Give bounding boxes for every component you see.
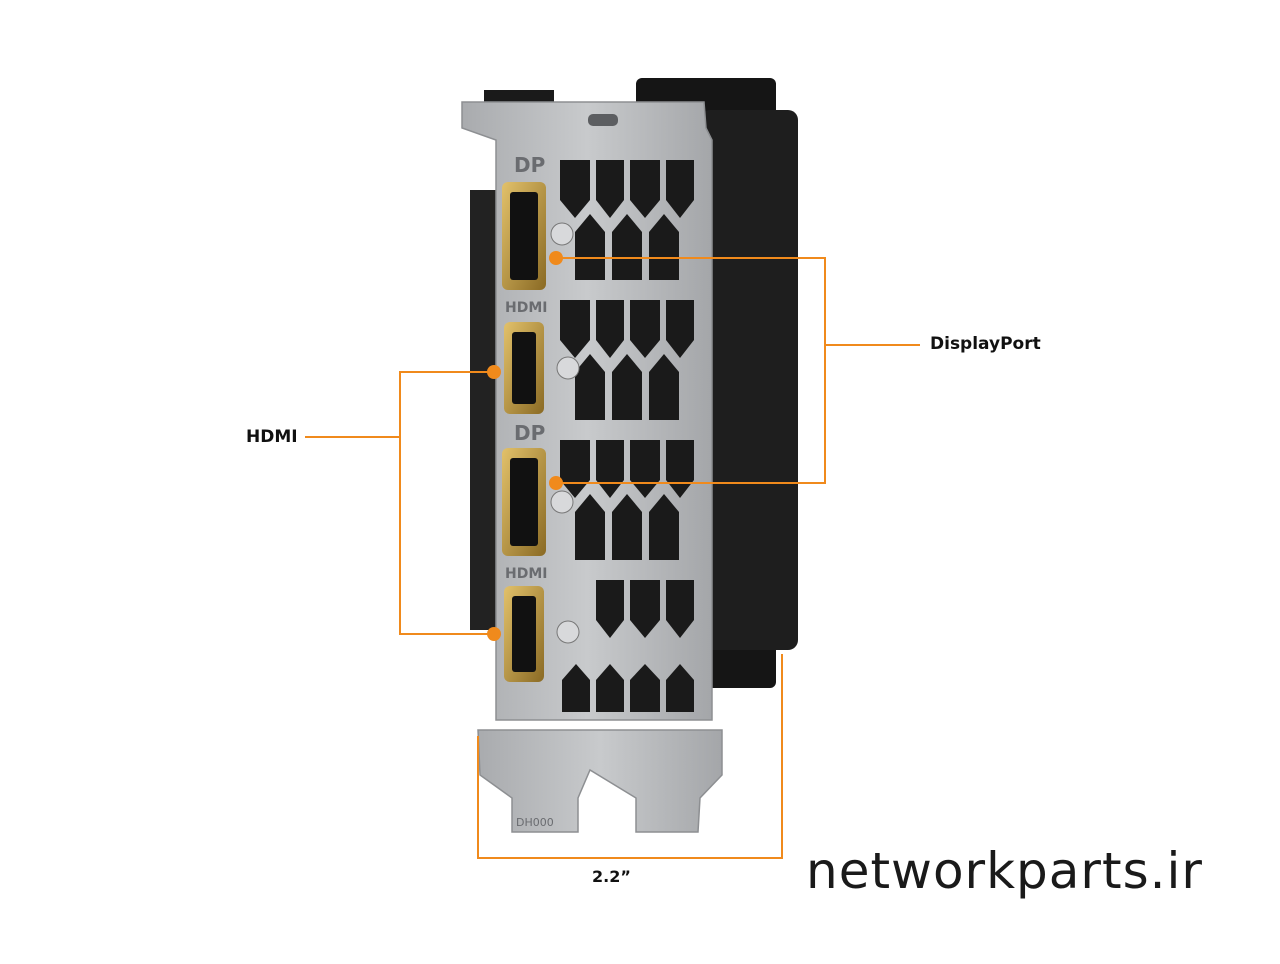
width-dimension-label: 2.2” (592, 867, 631, 886)
bracket-label-hdmi-2: HDMI (505, 566, 547, 582)
callout-dots (487, 251, 563, 641)
hdmi-callout-label: HDMI (246, 427, 298, 447)
bracket-label-hdmi-1: HDMI (505, 300, 547, 316)
bracket-stamp: DH000 (516, 816, 554, 829)
bracket-label-dp-1: DP (514, 153, 545, 177)
port-dp-1 (502, 182, 574, 290)
port-hdmi-1 (504, 322, 580, 414)
bracket-label-dp-2: DP (514, 421, 545, 445)
displayport-callout-label: DisplayPort (930, 334, 1041, 354)
port-dp-2 (502, 448, 574, 556)
watermark-logo-text: networkparts.ir (806, 842, 1203, 900)
callout-lines (305, 257, 920, 859)
vent-grid (560, 160, 694, 712)
port-hdmi-2 (504, 586, 580, 682)
